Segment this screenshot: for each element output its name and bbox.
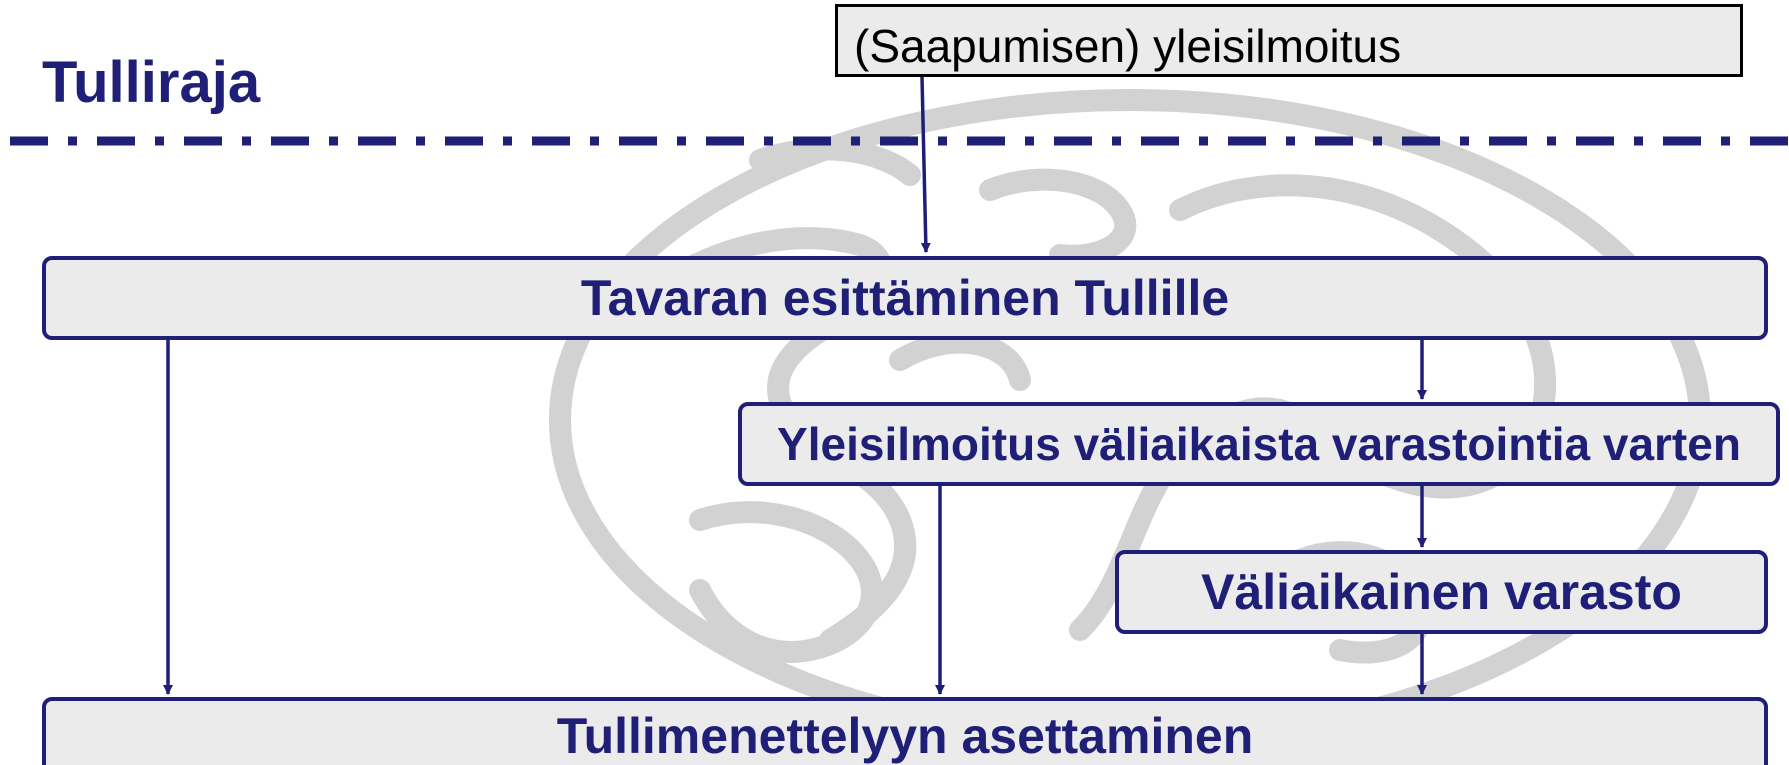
customs-border-label: Tulliraja: [42, 50, 261, 115]
presentation-box: Tavaran esittäminen Tullille: [42, 256, 1768, 340]
temporary-storage-label: Väliaikainen varasto: [1201, 564, 1682, 620]
temporary-storage-declaration-label: Yleisilmoitus väliaikaista varastointia …: [777, 418, 1741, 470]
customs-procedure-box: Tullimenettelyyn asettaminen: [42, 697, 1768, 765]
temporary-storage-declaration-box: Yleisilmoitus väliaikaista varastointia …: [738, 402, 1780, 486]
customs-procedure-label: Tullimenettelyyn asettaminen: [556, 708, 1254, 764]
presentation-label: Tavaran esittäminen Tullille: [580, 270, 1230, 326]
temporary-storage-box: Väliaikainen varasto: [1115, 550, 1768, 634]
arrival-declaration-label: (Saapumisen) yleisilmoitus: [854, 20, 1402, 72]
arrival-declaration-box: (Saapumisen) yleisilmoitus: [835, 4, 1743, 77]
